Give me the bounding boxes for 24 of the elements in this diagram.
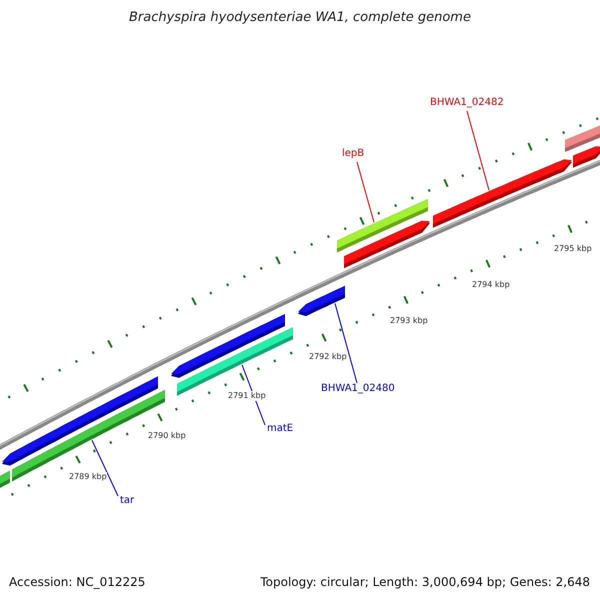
gene-feature <box>298 286 345 316</box>
scale-label: 2793 kbp <box>390 316 428 326</box>
gene-label: tar <box>120 495 134 507</box>
leader-line <box>466 110 490 191</box>
scale-label: 2790 kbp <box>148 431 186 441</box>
scale-label: 2794 kbp <box>472 280 510 290</box>
gene-label: BHWA1_02482 <box>430 97 504 109</box>
leader-line <box>334 302 358 384</box>
scale-label: 2789 kbp <box>69 472 107 482</box>
genome-summary-text: Topology: circular; Length: 3,000,694 bp; Genes: 2,648 <box>260 575 590 590</box>
scale-label: 2791 kbp <box>228 391 266 401</box>
gene-feature <box>0 470 10 490</box>
accession-text: Accession: NC_012225 <box>9 575 146 590</box>
gene-feature <box>433 159 572 228</box>
leader-line <box>356 162 374 223</box>
gene-feature <box>573 146 600 168</box>
title: Brachyspira hyodysenteriae WA1, complete genome <box>128 10 472 26</box>
scale-label: 2795 kbp <box>554 244 592 254</box>
gene-label: matE <box>267 423 294 435</box>
gene-feature <box>344 220 430 268</box>
gene-label: BHWA1_02480 <box>321 383 395 395</box>
scale-label: 2792 kbp <box>309 352 347 362</box>
leader-line <box>92 440 118 496</box>
gene-label: lepB <box>342 148 364 160</box>
